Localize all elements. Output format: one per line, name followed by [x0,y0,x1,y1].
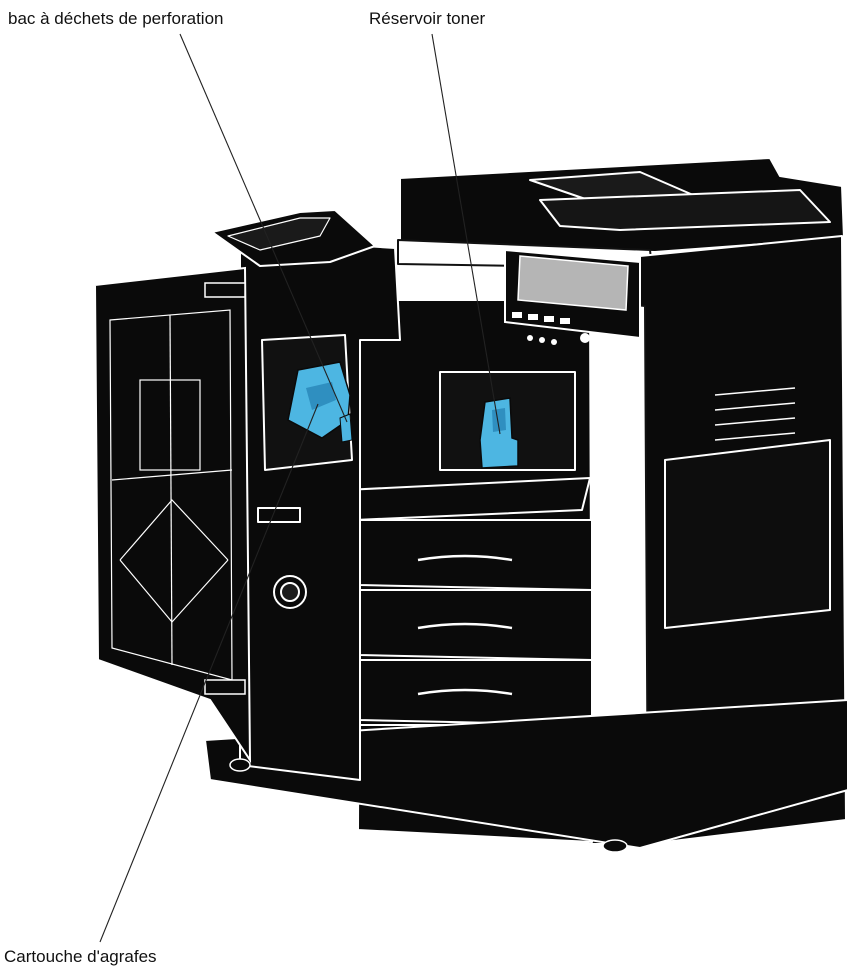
toner-reservoir-label: Réservoir toner [369,9,486,28]
staple-cartridge-label: Cartouche d'agrafes [4,947,157,966]
toner-reservoir-part [479,397,519,469]
punch-waste-tray-part [339,413,353,443]
copier-main-body [204,157,849,849]
casters [229,758,628,853]
punch-waste-tray-label: bac à déchets de perforation [8,9,224,28]
leader-lines [99,33,501,943]
control-panel [504,248,641,345]
staple-leader-line [99,403,319,943]
finisher-front-door [93,266,252,764]
toner-leader-line [431,33,501,435]
punch-waste-leader-line [179,33,348,423]
